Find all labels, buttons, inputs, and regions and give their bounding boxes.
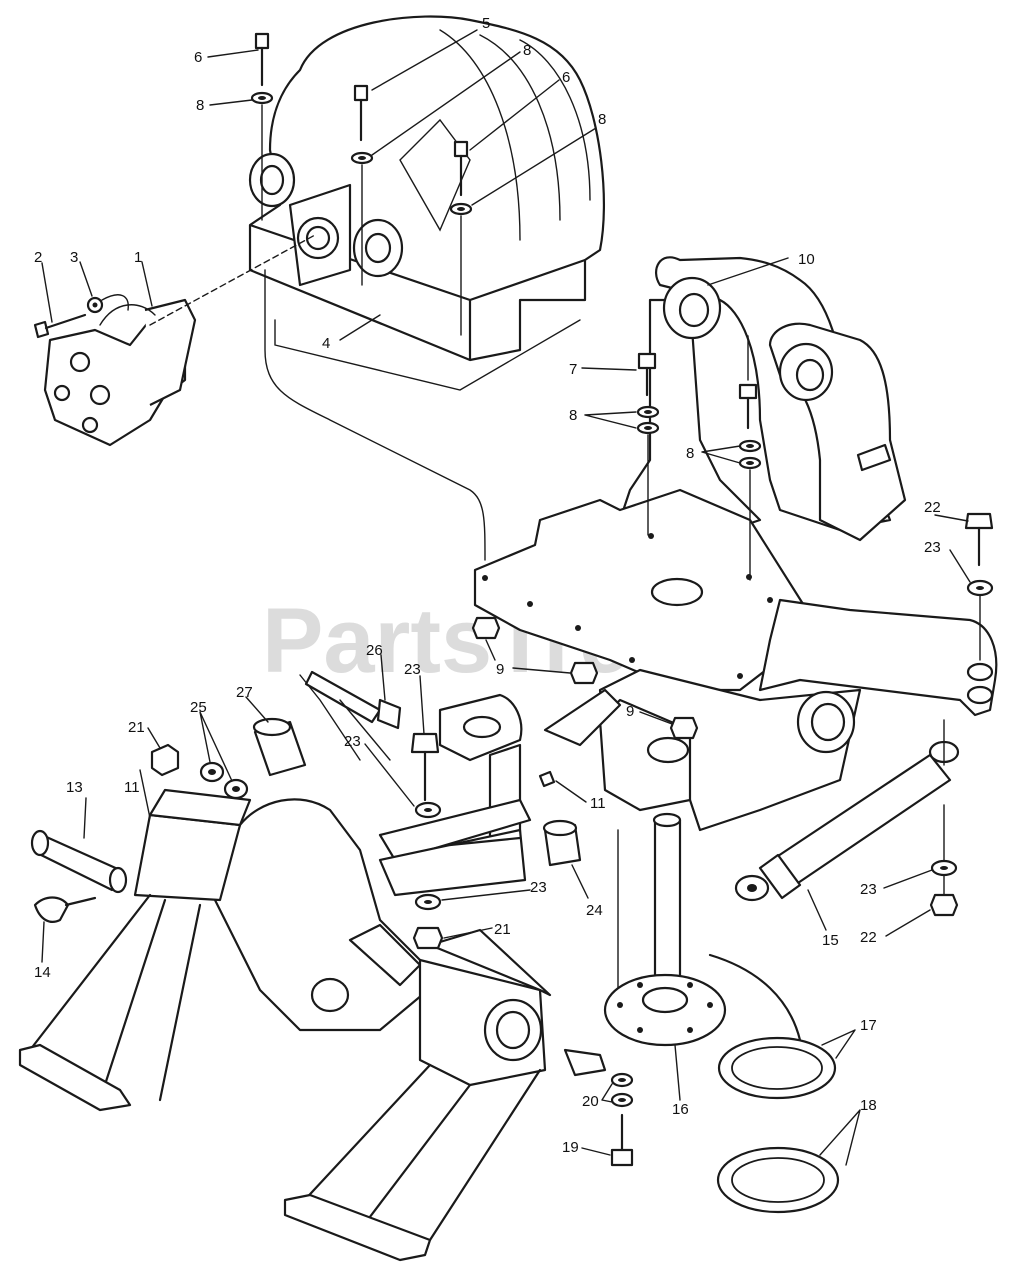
axle-beam (133, 788, 552, 1087)
bottom-bolt-assembly (610, 1072, 634, 1167)
callout-23-right: 23 (924, 539, 941, 556)
shim-set-17 (717, 1036, 837, 1100)
motor-alignment-line (149, 234, 316, 326)
callout-21-center: 21 (494, 921, 511, 938)
mount-bracket (378, 693, 532, 897)
callout-23-center: 23 (344, 733, 361, 750)
callout-17: 17 (860, 1017, 877, 1034)
callout-8-b: 8 (523, 42, 531, 59)
lynch-clip (33, 896, 97, 923)
pivot-bolt (304, 670, 402, 730)
hose-line (264, 269, 486, 561)
callout-11: 11 (124, 779, 140, 796)
callout-8-d: 8 (569, 407, 577, 424)
callout-13: 13 (66, 779, 83, 796)
pivot-pin (603, 812, 802, 1047)
callout-8-e: 8 (686, 445, 694, 462)
callout-2: 2 (34, 249, 42, 266)
leader-lines (41, 29, 971, 1166)
callout-19: 19 (562, 1139, 579, 1156)
motor-bolt (33, 294, 129, 339)
callout-6-right: 6 (562, 69, 570, 86)
pivot-axis-line (299, 674, 391, 761)
callout-6-left: 6 (194, 49, 202, 66)
callout-8-a: 8 (196, 97, 204, 114)
callout-23-lower: 23 (530, 879, 547, 896)
callout-1: 1 (134, 249, 142, 266)
callout-14: 14 (34, 964, 51, 981)
callout-22-center: 23 (404, 661, 421, 678)
axle-pin (30, 829, 128, 894)
grease-fitting (538, 770, 556, 788)
gearbox-housing (248, 15, 606, 391)
callout-24: 24 (586, 902, 603, 919)
callout-16: 16 (672, 1101, 689, 1118)
hydraulic-motor (43, 298, 197, 447)
callout-8-c: 8 (598, 111, 606, 128)
cylinder-hardware (929, 859, 959, 917)
callout-21-cylinder: 22 (860, 929, 877, 946)
callout-23-cylinder: 23 (860, 881, 877, 898)
callout-27: 27 (236, 684, 253, 701)
callout-7: 7 (569, 361, 577, 378)
swing-arm (758, 598, 998, 717)
callout-10: 10 (798, 251, 815, 268)
callout-9-b: 9 (626, 703, 634, 720)
hydraulic-cylinder (734, 719, 960, 902)
center-bolt-assembly (410, 732, 444, 950)
callout-18: 18 (860, 1097, 877, 1114)
gearbox-bolts (250, 32, 473, 336)
callout-5: 5 (482, 15, 490, 32)
axle-legs (18, 893, 607, 1262)
callout-12: 11 (590, 795, 606, 812)
callout-21-left: 21 (128, 719, 145, 736)
callout-22-right: 22 (924, 499, 941, 516)
callout-26: 26 (366, 642, 383, 659)
right-bolt-assembly (964, 512, 994, 661)
pivot-housing (543, 668, 862, 832)
callout-3: 3 (70, 249, 78, 266)
frame-bolts (636, 335, 762, 581)
callout-4: 4 (322, 335, 330, 352)
callout-20: 20 (582, 1093, 599, 1110)
left-hardware (150, 743, 249, 800)
frame-nuts (471, 616, 699, 740)
callout-9-a: 9 (496, 661, 504, 678)
callout-25: 25 (190, 699, 207, 716)
bushing (252, 717, 307, 777)
callout-15: 15 (822, 932, 839, 949)
callout-labels: 2 3 1 4 5 6 6 8 8 8 10 7 8 8 22 23 9 9 2… (34, 15, 941, 1156)
spacer (542, 819, 582, 867)
shim-set-18 (716, 1146, 840, 1214)
